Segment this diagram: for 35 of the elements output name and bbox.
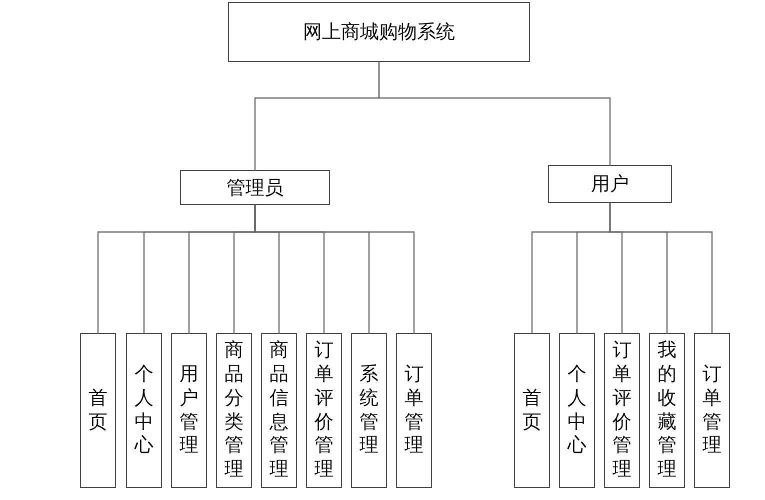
module-box <box>80 333 116 488</box>
connector-line <box>378 62 611 165</box>
category-box <box>548 165 672 203</box>
module-box <box>351 333 387 488</box>
category-box <box>180 170 330 205</box>
node-label: 系统管理 <box>360 363 378 458</box>
node-label: 管理员 <box>226 176 284 200</box>
category-box <box>228 2 530 62</box>
module-box <box>559 333 595 488</box>
node-label: 订单管理 <box>404 363 424 458</box>
module-box <box>216 333 252 488</box>
node-label: 个人中心 <box>134 363 154 458</box>
node-label: 商品信息管理 <box>270 339 288 482</box>
module-box <box>306 333 342 488</box>
node-label: 网上商城购物系统 <box>303 20 455 45</box>
connector-line <box>609 203 713 333</box>
module-box <box>604 333 640 488</box>
module-box <box>514 333 550 488</box>
node-label: 订单评价管理 <box>314 339 334 482</box>
module-box <box>126 333 162 488</box>
module-box <box>649 333 685 488</box>
module-box <box>261 333 297 488</box>
node-label: 个人中心 <box>568 363 586 458</box>
module-box <box>171 333 207 488</box>
node-label: 我的收藏管理 <box>658 339 676 482</box>
node-label: 商品分类管理 <box>224 339 244 482</box>
node-label: 用户 <box>591 172 629 197</box>
node-label: 首页 <box>88 386 108 434</box>
module-box <box>396 333 432 488</box>
node-label: 首页 <box>522 386 542 434</box>
module-box <box>694 333 730 488</box>
node-label: 用户管理 <box>180 363 198 458</box>
node-label: 订单管理 <box>702 363 722 458</box>
node-label: 订单评价管理 <box>612 339 632 482</box>
connector-line <box>254 205 415 333</box>
